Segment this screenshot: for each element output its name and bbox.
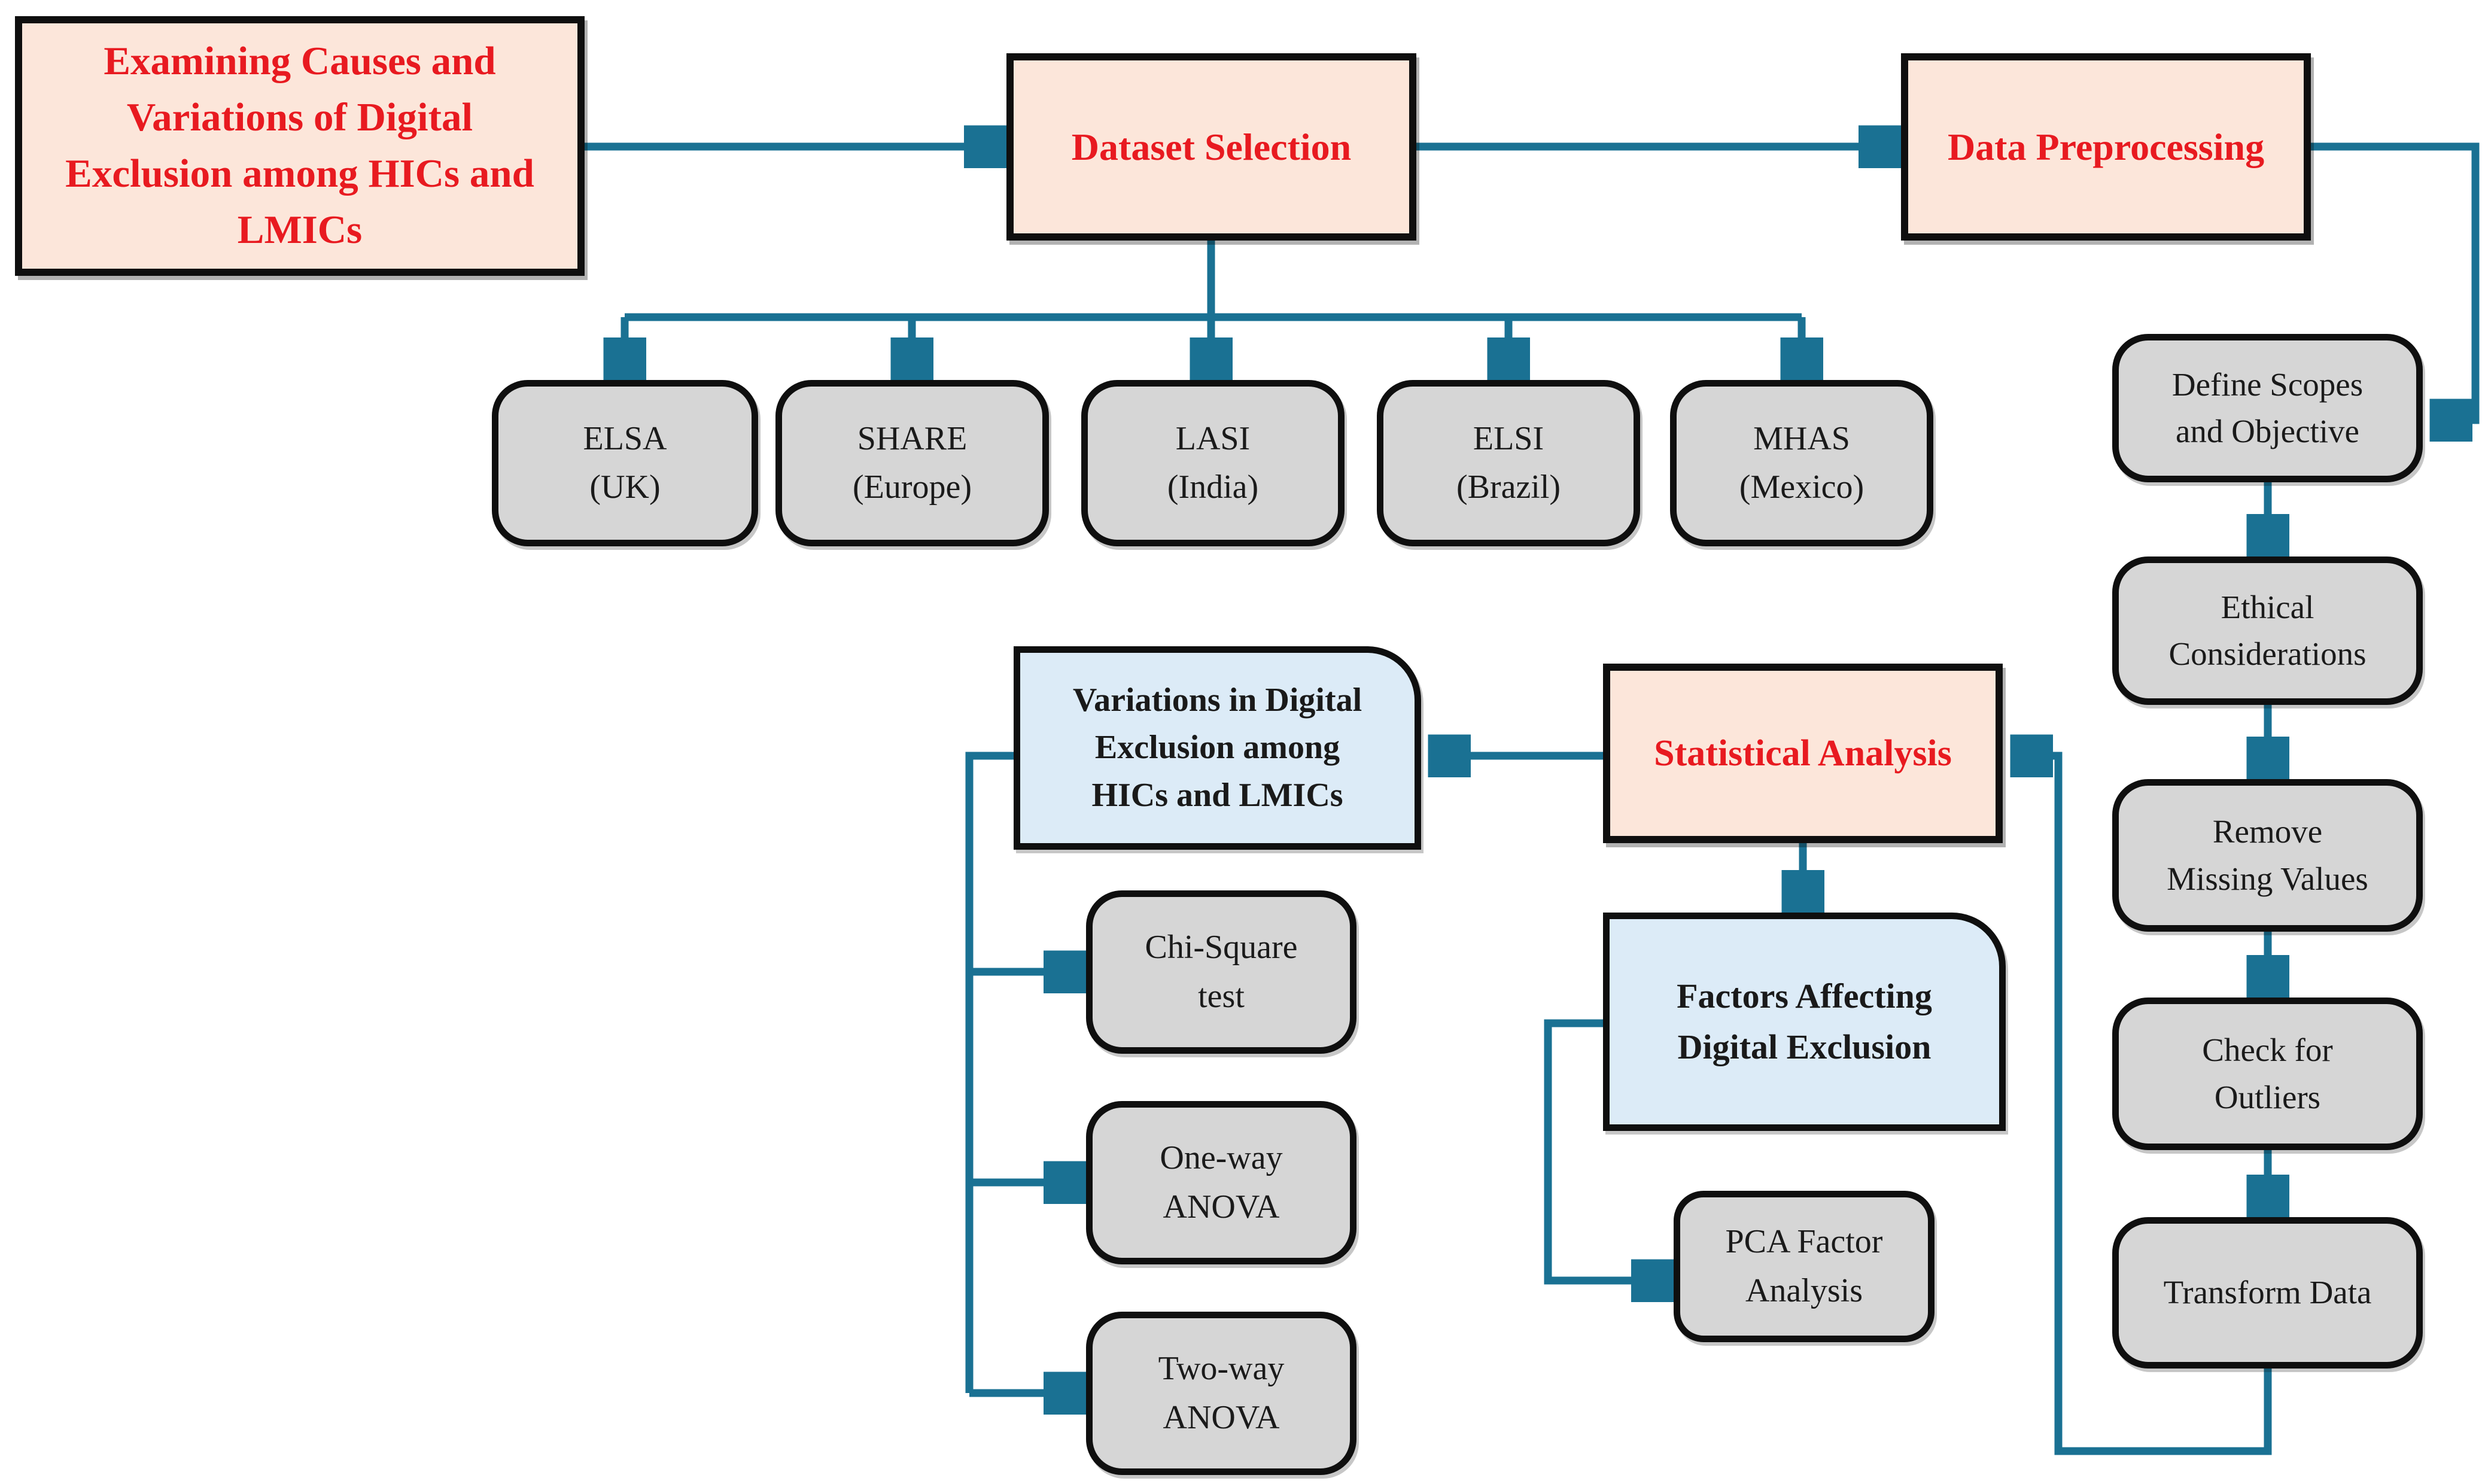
node-data-preprocessing: Data Preprocessing xyxy=(1901,53,2311,241)
node-ethical-considerations: Ethical Considerations xyxy=(2112,556,2423,705)
node-lasi-india: LASI (India) xyxy=(1081,380,1345,546)
node-two-way-anova: Two-way ANOVA xyxy=(1086,1312,1356,1475)
node-mhas-mexico: MHAS (Mexico) xyxy=(1670,380,1933,546)
edge-data-preprocessing-to-define-scopes xyxy=(2311,142,2480,420)
node-remove-missing-values: Remove Missing Values xyxy=(2112,779,2423,932)
node-elsa-uk: ELSA (UK) xyxy=(492,380,758,546)
node-statistical-analysis: Statistical Analysis xyxy=(1603,664,2003,843)
node-one-way-anova: One-way ANOVA xyxy=(1086,1101,1356,1264)
node-variations-digital-exclusion: Variations in Digital Exclusion among HI… xyxy=(1014,646,1421,850)
edge-transform-to-statistical-analysis xyxy=(2019,756,2272,1455)
node-chi-square-test: Chi-Square test xyxy=(1086,890,1356,1054)
edge-factors-to-pca xyxy=(1544,1019,1665,1281)
node-examining-causes: Examining Causes and Variations of Digit… xyxy=(15,16,585,276)
node-define-scopes: Define Scopes and Objective xyxy=(2112,334,2423,482)
node-factors-affecting-digital-exclusion: Factors Affecting Digital Exclusion xyxy=(1603,913,2006,1131)
node-transform-data: Transform Data xyxy=(2112,1217,2423,1369)
node-share-europe: SHARE (Europe) xyxy=(775,380,1049,546)
node-pca-factor-analysis: PCA Factor Analysis xyxy=(1674,1191,1935,1342)
node-dataset-selection: Dataset Selection xyxy=(1006,53,1416,241)
node-check-for-outliers: Check for Outliers xyxy=(2112,998,2423,1150)
node-elsi-brazil: ELSI (Brazil) xyxy=(1377,380,1640,546)
edge-variations-branch-trunk xyxy=(965,752,1014,1393)
